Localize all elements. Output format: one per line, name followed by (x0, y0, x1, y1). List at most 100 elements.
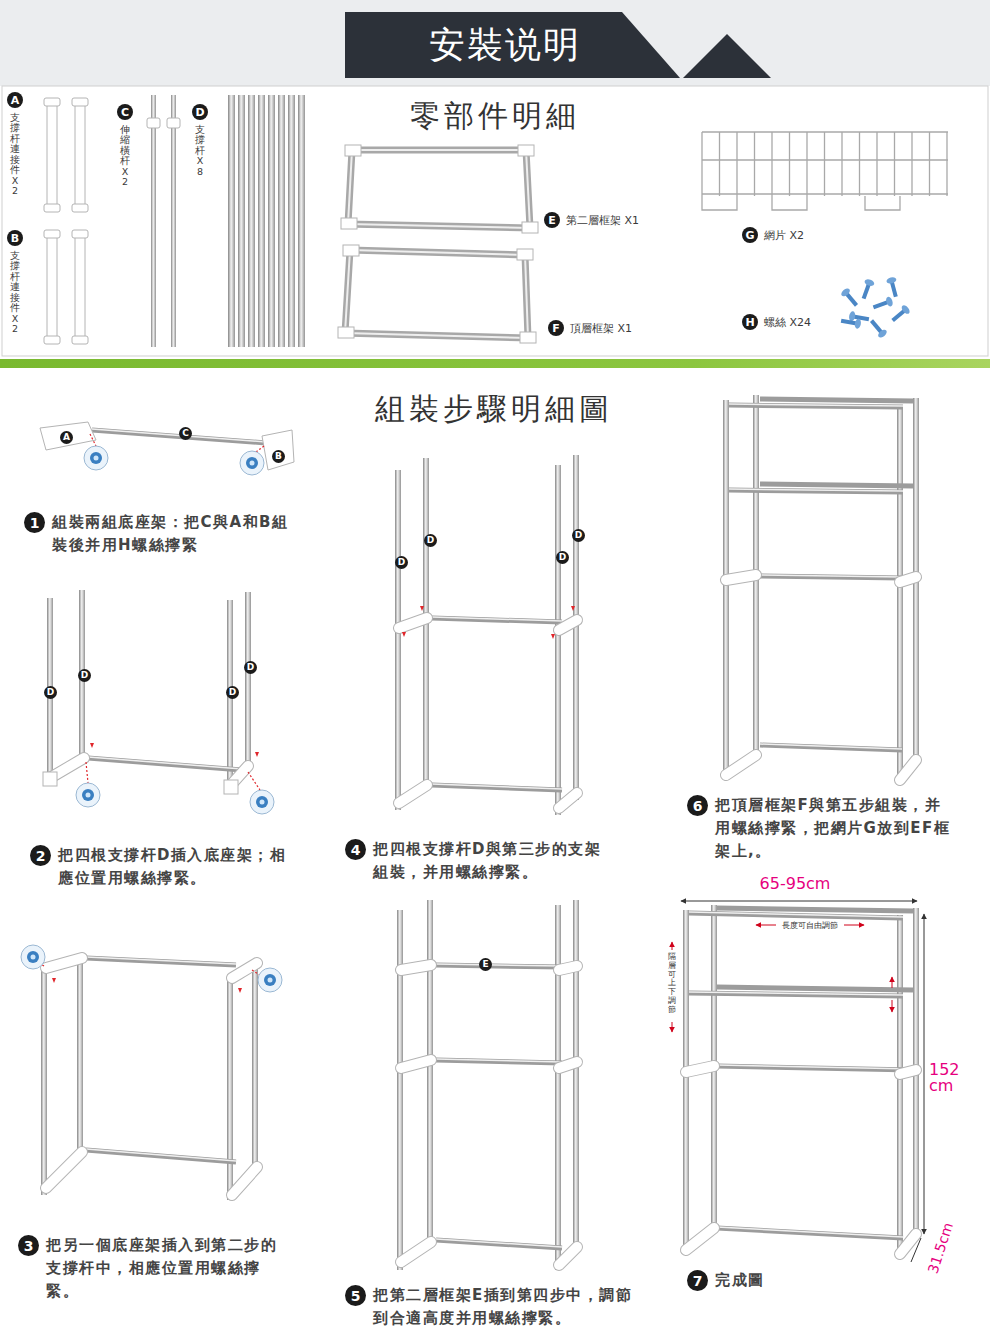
step4-figure (559, 620, 577, 630)
step5-figure (559, 1247, 577, 1265)
frame-e (522, 222, 538, 233)
step6-figure (760, 575, 902, 577)
frame-e (348, 150, 530, 228)
screws-illustration (840, 287, 861, 309)
callout-number: 1 (24, 512, 45, 533)
part-item: H螺絲 X24 (742, 314, 811, 330)
callout-number: 7 (687, 1270, 708, 1291)
section-heading: 組裝步驟明細圖 (344, 389, 644, 430)
step4-figure (399, 618, 427, 628)
callout-number: B (7, 230, 23, 246)
step5-figure (397, 900, 579, 1270)
support-rods (248, 95, 255, 347)
telescopic-rods (147, 95, 180, 347)
step6-figure (723, 395, 919, 785)
step6-figure (760, 484, 913, 486)
step5-figure (436, 965, 562, 967)
step3-figure (38, 962, 264, 978)
step3-figure (252, 960, 258, 1170)
step5-figure (401, 965, 431, 970)
step7-figure (683, 905, 919, 1258)
step2-figure (88, 758, 242, 770)
part-item: B 支撐杆連接件 X2 (7, 230, 23, 335)
connector-part-b (72, 336, 88, 344)
step7-figure (689, 913, 903, 918)
connector-part-a (47, 102, 57, 210)
part-marker: E (479, 958, 492, 971)
header-band (0, 0, 990, 86)
step7-figure (717, 987, 913, 990)
step4-figure (399, 785, 427, 803)
part-label: 支撐杆連接件 X2 (10, 113, 20, 197)
dimension-lines (756, 925, 776, 926)
step-instruction: 2把四根支撐杆D插入底座架；相應位置用螺絲擰緊。 (30, 845, 293, 890)
dimension-lines (672, 942, 673, 950)
connector-part-a (72, 204, 88, 212)
step6-figure (729, 405, 903, 407)
step6-figure (729, 490, 903, 492)
part-label: 支撐杆連接件 X2 (10, 251, 20, 335)
part-marker: D (244, 661, 257, 674)
support-rods (228, 95, 235, 347)
step3-figure (232, 1167, 257, 1195)
step3-figure (46, 958, 82, 968)
step4-figure (395, 455, 579, 815)
step1-figure (40, 422, 96, 450)
screws-illustration (840, 287, 852, 298)
step3-figure (21, 945, 282, 1200)
step1-figure (84, 446, 108, 470)
step2-figure (43, 590, 274, 814)
step7-figure (689, 992, 903, 995)
frame-e (345, 145, 361, 156)
step4-figure (432, 617, 562, 621)
step-instruction: 1 組裝兩組底座架：把C與A和B組裝後并用H螺絲擰緊 (24, 512, 292, 557)
callout-number: E (479, 958, 492, 971)
step2-figure (245, 592, 251, 770)
step4-figure (559, 793, 577, 808)
step2-figure (43, 772, 57, 786)
step3-figure (21, 945, 45, 969)
screws-illustration (853, 314, 869, 321)
step6-figure (760, 745, 902, 750)
step-instruction: 5把第二層框架E插到第四步中，調節到合適高度并用螺絲擰緊。 (345, 1285, 645, 1330)
step6-figure (760, 576, 902, 578)
frame-f (338, 245, 536, 343)
frame-f (520, 332, 536, 343)
step6-figure (897, 405, 903, 785)
callout-number: D (226, 686, 239, 699)
step-instruction: 3把另一個底座架插入到第二步的支撐杆中，相應位置用螺絲擰緊。 (18, 1235, 286, 1303)
callout-number: E (544, 212, 560, 228)
connector-part-b (47, 234, 57, 342)
frame-f (345, 250, 528, 338)
connector-part-a (75, 102, 85, 210)
step6-figure (726, 755, 756, 775)
step6-figure (726, 575, 756, 580)
part-item: C伸縮橫杆 X2 (117, 104, 133, 188)
part-marker: B (272, 450, 285, 463)
connector-part-b (44, 230, 60, 238)
parts-panel (0, 359, 990, 368)
frame-f (343, 245, 359, 256)
step3-figure (258, 968, 282, 992)
step7-figure (686, 1228, 714, 1250)
step5-figure (559, 1247, 577, 1265)
step-text: 組裝兩組底座架：把C與A和B組裝後并用H螺絲擰緊 (52, 511, 292, 557)
screws-illustration (889, 304, 911, 325)
step1-figure (90, 434, 264, 452)
dimension-label: 152 cm (929, 1062, 963, 1094)
dimension-label: 65-95cm (740, 874, 850, 893)
callout-number: A (7, 92, 23, 108)
callout-number: D (556, 551, 569, 564)
step4-figure (402, 606, 575, 639)
step2-figure (86, 762, 260, 790)
step5-figure (436, 1059, 562, 1062)
step6-figure (760, 399, 913, 401)
callout-number: D (78, 669, 91, 682)
step5-figure (401, 965, 431, 970)
callout-number: D (572, 529, 585, 542)
frame-e (348, 150, 530, 228)
dimension-lines (924, 914, 925, 1234)
screws-illustration (886, 276, 897, 284)
step7-figure (686, 1066, 714, 1072)
step4-figure (432, 785, 562, 790)
